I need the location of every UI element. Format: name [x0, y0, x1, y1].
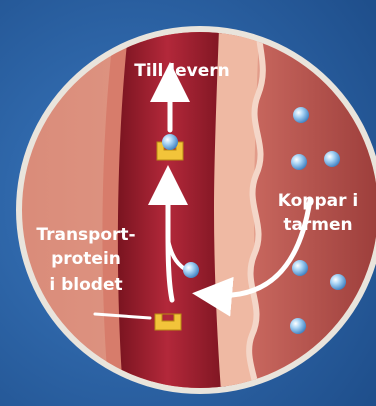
copper-ball	[292, 260, 308, 276]
label-to-liver: Till levern	[134, 61, 229, 81]
copper-ball	[293, 107, 309, 123]
label-transport-line1: Transport-	[36, 225, 135, 245]
copper-ball	[330, 274, 346, 290]
label-copper-line1: Koppar i	[278, 191, 359, 211]
label-transport-line2: protein	[51, 249, 121, 269]
copper-ball	[324, 151, 340, 167]
label-transport-line3: i blodet	[49, 275, 122, 295]
copper-ball	[290, 318, 306, 334]
copper-ball	[291, 154, 307, 170]
label-copper-line2: tarmen	[283, 215, 352, 235]
copper-ball-in-protein	[162, 134, 178, 150]
copper-ball-absorbed	[183, 262, 199, 278]
